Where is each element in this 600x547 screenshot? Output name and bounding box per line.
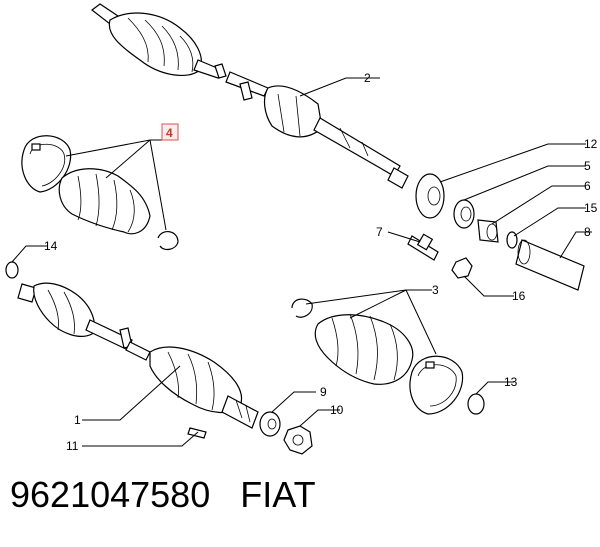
label-9: 9 <box>320 385 327 399</box>
label-13: 13 <box>504 375 518 389</box>
label-8: 8 <box>584 225 591 239</box>
label-15: 15 <box>584 201 598 215</box>
highlighted-label-4[interactable]: 4 <box>161 123 179 141</box>
label-5: 5 <box>584 159 591 173</box>
label-14: 14 <box>44 239 58 253</box>
label-7: 7 <box>376 225 383 239</box>
label-4: 4 <box>166 126 173 140</box>
label-3: 3 <box>432 283 439 297</box>
label-1: 1 <box>74 413 81 427</box>
label-10: 10 <box>330 403 344 417</box>
lower-drive-shaft <box>5 261 259 429</box>
part-number: 9621047580 <box>10 474 211 515</box>
upper-drive-shaft <box>91 3 409 189</box>
label-11: 11 <box>66 439 79 453</box>
bearing-cluster <box>407 173 585 291</box>
label-6: 6 <box>584 179 591 193</box>
part-caption: 9621047580 FIAT <box>10 474 316 516</box>
label-2: 2 <box>364 71 371 85</box>
label-16: 16 <box>512 289 526 303</box>
label-12: 12 <box>584 137 598 151</box>
boot-kit-3 <box>291 298 485 415</box>
lower-small-parts <box>187 411 313 455</box>
brand-name: FIAT <box>240 474 316 515</box>
boot-kit-4 <box>21 135 179 251</box>
